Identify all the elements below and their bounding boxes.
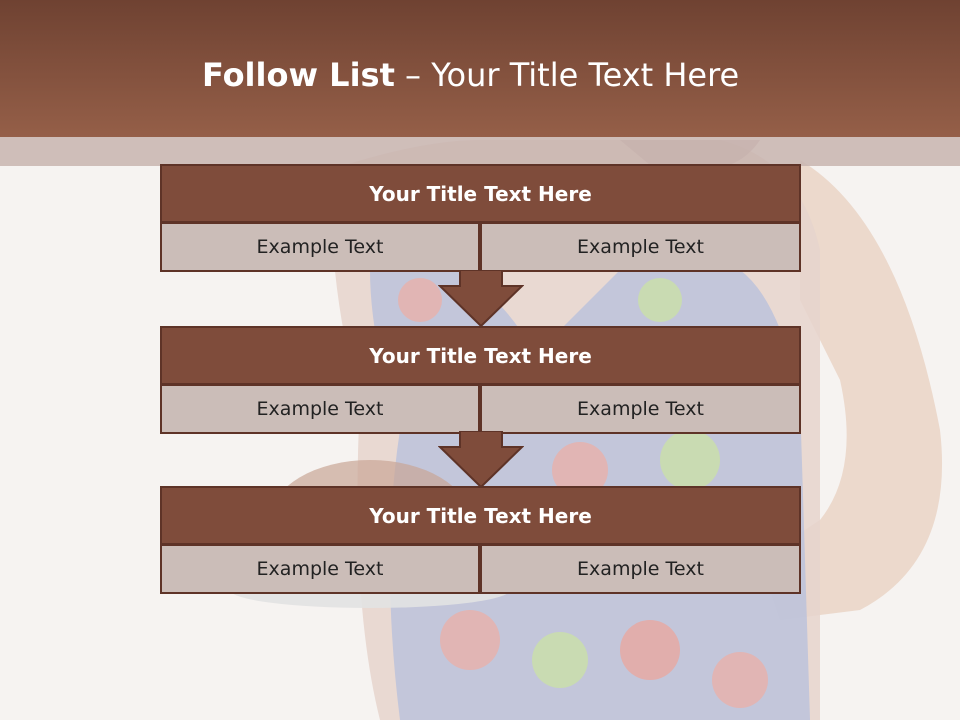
block-title: Your Title Text Here (160, 164, 801, 223)
block-cell-right: Example Text (480, 544, 801, 594)
list-block-3: Your Title Text Here Example Text Exampl… (160, 486, 801, 594)
block-title: Your Title Text Here (160, 326, 801, 385)
block-cell-left: Example Text (160, 384, 480, 434)
list-block-2: Your Title Text Here Example Text Exampl… (160, 326, 801, 434)
block-cell-right: Example Text (480, 384, 801, 434)
down-arrow-icon (438, 270, 524, 328)
header-band (0, 137, 960, 166)
page-title-bold: Follow List (202, 56, 395, 94)
header-bar (0, 0, 960, 137)
block-cell-left: Example Text (160, 544, 480, 594)
list-block-1: Your Title Text Here Example Text Exampl… (160, 164, 801, 272)
page-title-rest: – Your Title Text Here (405, 56, 740, 94)
page-title: Follow List – Your Title Text Here (202, 56, 739, 94)
block-title: Your Title Text Here (160, 486, 801, 545)
block-cell-right: Example Text (480, 222, 801, 272)
down-arrow-icon (438, 431, 524, 489)
block-cell-left: Example Text (160, 222, 480, 272)
